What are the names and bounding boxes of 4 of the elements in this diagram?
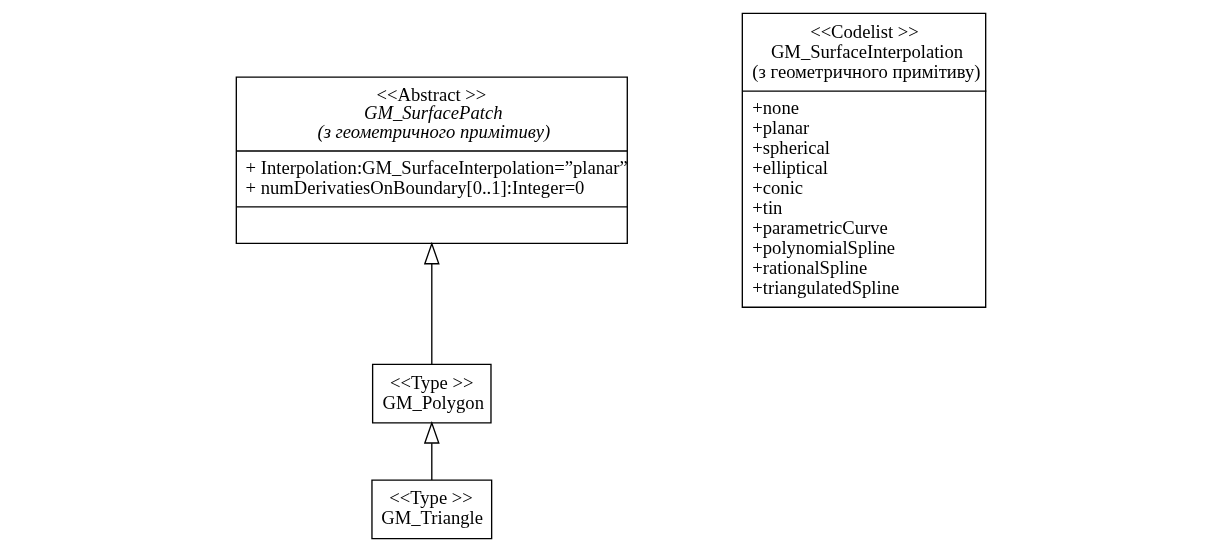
arrow [423, 241, 440, 365]
arrow [423, 421, 440, 481]
node-box: <<Type >> GM_Triangle [370, 479, 492, 540]
node-box: <<Type >> GM_Polygon [371, 363, 492, 424]
